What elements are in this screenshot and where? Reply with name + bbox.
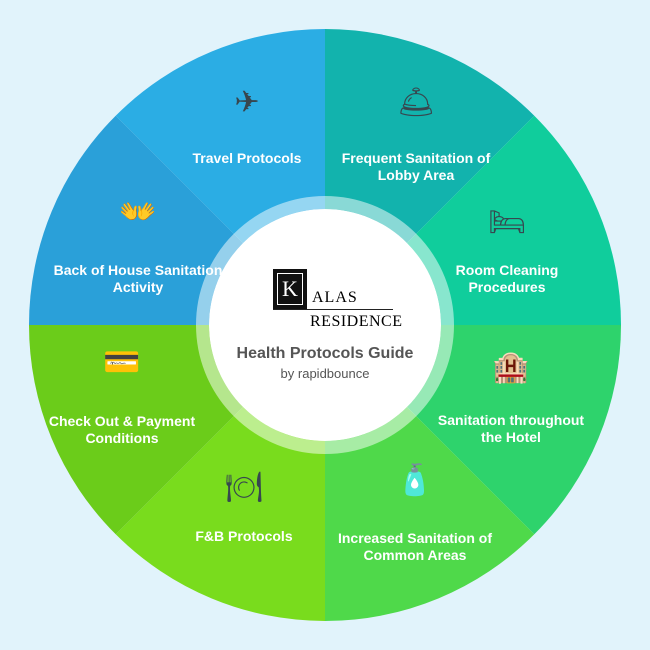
segment-label: Back of House Sanitation Activity xyxy=(53,262,223,295)
guide-title: Health Protocols Guide xyxy=(236,345,414,362)
segment-label: Frequent Sanitation of Lobby Area xyxy=(341,150,491,183)
service-bell-icon: 🛎 xyxy=(396,86,436,119)
airplane-ship-icon: ✈ xyxy=(234,86,260,119)
logo-letter: K xyxy=(277,273,303,305)
segment-label: Check Out & Payment Conditions xyxy=(48,413,196,446)
segment-label: Room Cleaning Procedures xyxy=(455,262,559,295)
hotel-building-icon: 🏨 xyxy=(492,351,530,384)
segment-label: F&B Protocols xyxy=(195,528,293,544)
logo-alas: ALAS xyxy=(312,289,358,306)
hand-washing-icon: 👐 xyxy=(119,196,157,229)
guide-author: by rapidbounce xyxy=(280,366,370,381)
center-badge: K ALAS RESIDENCE Health Protocols Guide … xyxy=(209,209,441,441)
segment-label: Increased Sanitation of Common Areas xyxy=(337,530,493,563)
bed-icon: 🛏 xyxy=(487,206,527,239)
plate-fork-knife-icon: 🍽 xyxy=(224,471,264,504)
cleaning-supplies-icon: 🧴 xyxy=(396,464,434,497)
segment-label: Sanitation throughout the Hotel xyxy=(437,412,585,445)
kalas-residence-logo: K ALAS RESIDENCE xyxy=(263,259,402,339)
segment-label: Travel Protocols xyxy=(192,150,302,166)
logo-residence: RESIDENCE xyxy=(310,313,403,330)
credit-card-icon: 💳 xyxy=(103,346,141,379)
